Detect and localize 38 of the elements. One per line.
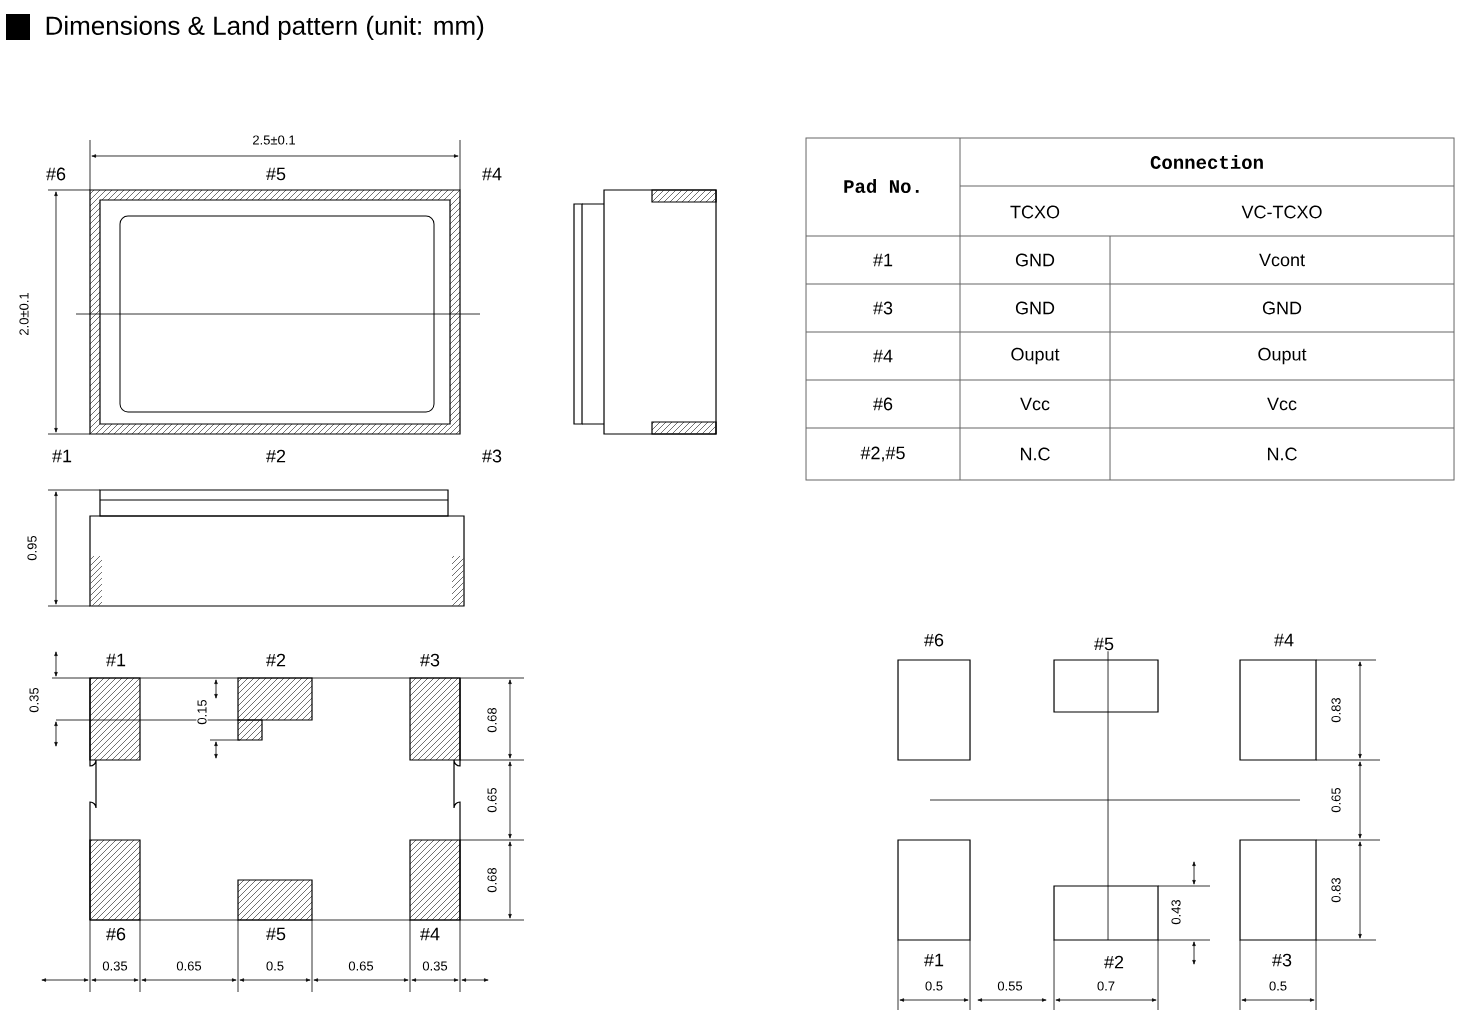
- pin-label: #6: [105, 926, 127, 942]
- pin-label: #5: [1093, 636, 1116, 652]
- pin-label: #6: [45, 166, 67, 182]
- pin-label: #4: [481, 166, 503, 182]
- table-cell: #6: [872, 396, 894, 412]
- title: Dimensions & Land pattern (unit: mm): [46, 15, 484, 41]
- pin-label: #2: [265, 448, 287, 464]
- table-cell: TCXO: [1009, 204, 1061, 220]
- table-cell: #2,#5: [859, 445, 907, 463]
- table-cell: Vcc: [1266, 396, 1298, 412]
- table-cell: Ouput: [1256, 346, 1308, 366]
- table-header: Connection: [1149, 154, 1266, 170]
- pin-label: #2: [1103, 954, 1126, 970]
- table-cell: GND: [1014, 300, 1056, 316]
- pin-label: #5: [265, 166, 287, 182]
- pin-label: #1: [105, 652, 127, 668]
- pin-label: #2: [265, 652, 287, 668]
- table-cell: #3: [872, 300, 894, 316]
- pin-label: #3: [481, 448, 503, 464]
- table-cell: N.C: [1018, 446, 1052, 462]
- pin-label: #5: [265, 926, 287, 942]
- pin-label: #6: [923, 632, 945, 648]
- pin-label: #4: [1273, 632, 1296, 648]
- pin-label: #4: [419, 926, 441, 942]
- table-header: Pad No.: [842, 178, 924, 194]
- table-cell: N.C: [1265, 446, 1299, 462]
- table-cell: #4: [872, 348, 894, 364]
- pin-label: #1: [923, 952, 945, 968]
- table-cell: Vcc: [1019, 396, 1051, 412]
- table-cell: GND: [1261, 300, 1303, 316]
- table-cell: Vcont: [1258, 252, 1307, 268]
- table-cell: GND: [1014, 252, 1056, 268]
- table-cell: VC-TCXO: [1240, 204, 1324, 220]
- pin-label: #3: [419, 652, 441, 668]
- pin-label: #1: [51, 448, 73, 464]
- table-cell: Ouput: [1009, 346, 1061, 366]
- pin-label: #3: [1271, 952, 1294, 968]
- table-cell: #1: [872, 252, 894, 268]
